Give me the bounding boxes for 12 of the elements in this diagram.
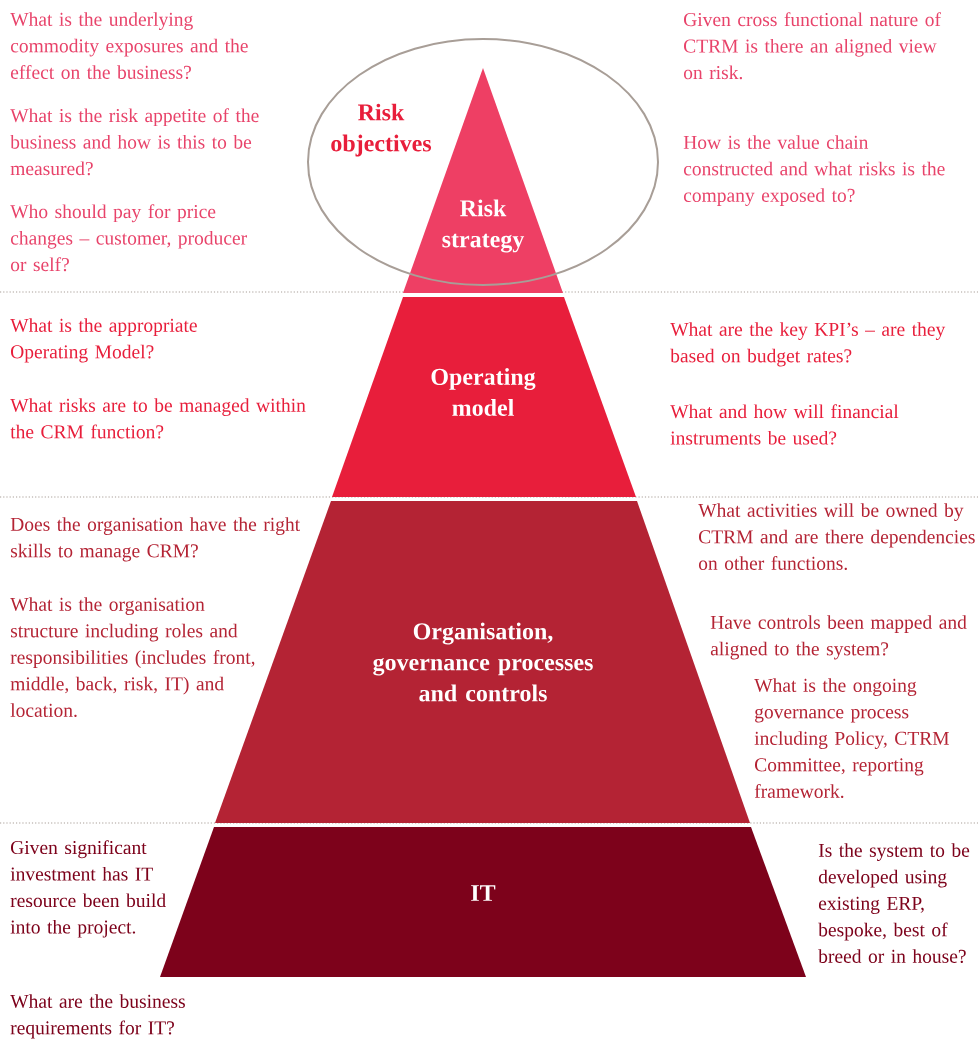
question-text: What risks are to be managed within the CRM function? xyxy=(10,398,306,439)
pyramid-tier: Operating model xyxy=(332,297,636,497)
question-text: What is the ongoing governance process including Policy, CTRM Committee, reporting framework. xyxy=(754,678,949,798)
question-text: What is the appropriate Operating Model? xyxy=(10,318,197,363)
question-text: Who should pay for price changes – customer, producer or self? xyxy=(10,204,247,272)
question-text: What and how will financial instruments be used? xyxy=(670,404,899,445)
question-text: What are the business requirements for IT? xyxy=(10,994,185,1039)
question-text: What is the risk appetite of the business and how is this to be measured? xyxy=(10,108,259,176)
question-text: What is the underlying commodity exposures and the effect on the business? xyxy=(10,12,248,79)
question-text: What are the key KPI’s – are they based on budget rates? xyxy=(670,322,946,367)
question-text: How is the value chain constructed and what risks is the company exposed to? xyxy=(683,135,945,206)
question-text: Given cross functional nature of CTRM is there an aligned view on risk. xyxy=(683,12,941,80)
